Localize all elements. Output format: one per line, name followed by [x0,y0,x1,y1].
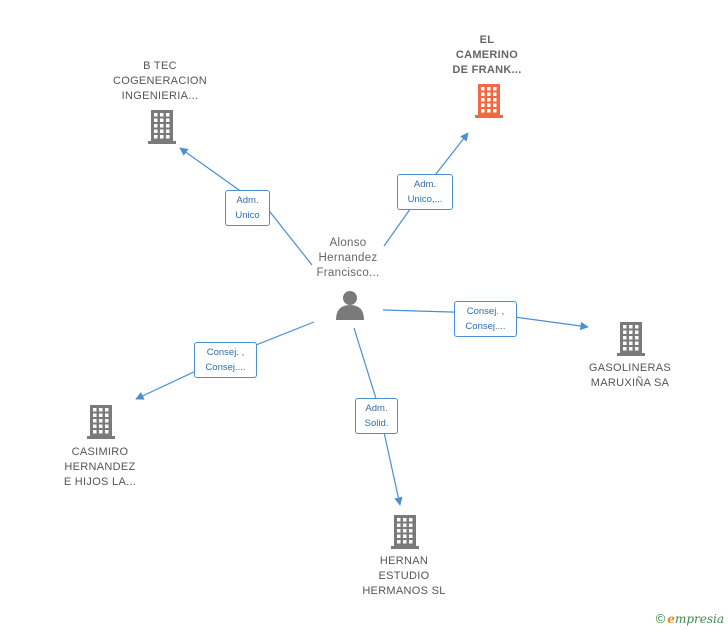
edge-gasolineras-line-2: Consej.... [465,321,506,332]
node-camerino-line-3: DE FRANK... [452,64,522,76]
node-hernan-line-1: HERNAN [379,555,429,567]
edge-hernan-line-1: Adm. [365,403,388,414]
brand-logo-text: mpresia [674,612,724,626]
person-icon[interactable] [336,291,364,320]
edge-label-gasolineras[interactable]: Consej. , Consej.... [454,301,517,337]
center-name-line-2: Hernandez [318,252,378,264]
building-icon-gasolineras[interactable] [617,322,645,356]
node-label-btec[interactable]: B TEC COGENERACION INGENIERIA... [100,59,220,104]
node-casimiro-line-1: CASIMIRO [71,446,129,458]
node-label-casimiro[interactable]: CASIMIRO HERNANDEZ E HIJOS LA... [44,445,156,490]
node-label-hernan[interactable]: HERNAN ESTUDIO HERMANOS SL [344,554,464,599]
edge-casimiro-line-1: Consej. , [206,347,245,358]
node-btec-line-2: COGENERACION [112,75,208,87]
edge-btec-line-1: Adm. [236,195,259,206]
center-name-line-3: Francisco... [316,267,380,279]
edge-casimiro-line-2: Consej.... [205,362,246,373]
node-label-gasolineras[interactable]: GASOLINERAS MARUXIÑA SA [572,361,688,391]
node-camerino-line-1: EL [479,34,495,46]
node-casimiro-line-2: HERNANDEZ [64,461,136,473]
edge-label-hernan[interactable]: Adm. Solid. [355,398,398,434]
empresia-brand[interactable]: ©empresia [656,611,724,626]
edge-gasolineras-line-1: Consej. , [466,306,505,317]
edge-label-camerino[interactable]: Adm. Unico,... [397,174,453,210]
building-icon-hernan[interactable] [391,515,419,549]
node-icons [87,84,645,549]
edge-camerino-line-2: Unico,... [407,194,443,205]
edge-camerino-line-1: Adm. [413,179,437,190]
edge-btec-line-2: Unico [235,210,260,221]
edge-label-btec[interactable]: Adm. Unico [225,190,270,226]
building-icon-camerino[interactable] [475,84,503,118]
edge-label-casimiro[interactable]: Consej. , Consej.... [194,342,257,378]
node-camerino-line-2: CAMERINO [455,49,519,61]
node-btec-line-3: INGENIERIA... [121,90,199,102]
node-gasolineras-line-2: MARUXIÑA SA [590,377,670,389]
building-icon-btec[interactable] [148,110,176,144]
node-gasolineras-line-1: GASOLINERAS [588,362,672,374]
copyright-symbol: © [655,611,666,626]
center-name-line-1: Alonso [329,237,367,249]
center-person-label[interactable]: Alonso Hernandez Francisco... [300,236,396,281]
node-hernan-line-3: HERMANOS SL [362,585,446,597]
node-btec-line-1: B TEC [143,60,177,72]
building-icon-casimiro[interactable] [87,405,115,439]
edge-hernan-line-2: Solid. [364,418,389,429]
node-label-camerino[interactable]: EL CAMERINO DE FRANK... [430,33,544,78]
edge-line-btec [179,147,313,266]
brand-logo-e: e [667,612,675,626]
node-hernan-line-2: ESTUDIO [378,570,430,582]
node-casimiro-line-3: E HIJOS LA... [63,476,137,488]
